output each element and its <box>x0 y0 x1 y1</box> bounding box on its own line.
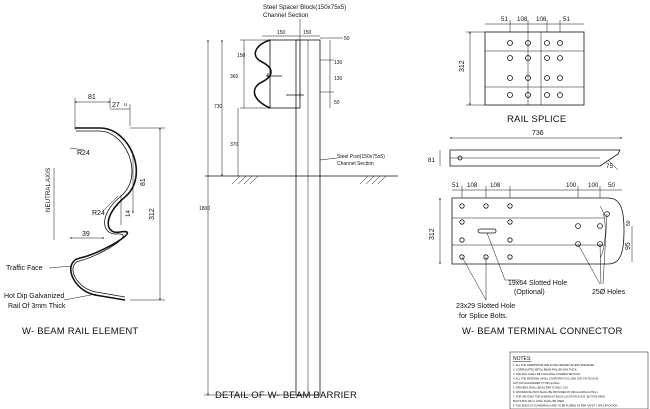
holes-label: 25Ø Holes <box>592 289 626 296</box>
note-line: 5. SPACERS SHALL BE AS PER IS 2062 / 1S3… <box>513 386 569 390</box>
terminal-title: W- BEAM TERMINAL CONNECTOR <box>462 326 623 337</box>
note-line: 1. ALL THE DIMENSIONS ARE IN MILLIMETRE … <box>513 363 595 367</box>
terminal-top-outline <box>449 149 621 167</box>
galvanized-label-line2: Rail Of 3mm Thick <box>8 303 66 310</box>
radius-mid-label: R24 <box>92 210 105 217</box>
w-beam-section <box>253 39 272 109</box>
notes-heading: NOTES: <box>513 356 532 362</box>
terminal-slot <box>477 228 497 234</box>
galvanized-label-line1: Hot Dip Galvanized <box>4 293 64 300</box>
terminal-bend <box>599 205 606 259</box>
terminal-connector-view: 736 81 75 51 108 108 100 100 50 <box>428 130 633 337</box>
splice-holes <box>507 40 563 98</box>
splice-dim-51-a: 51 <box>501 16 508 23</box>
notes-border <box>509 351 649 409</box>
slot-label-line1: 19x64 Slotted Hole <box>508 280 567 287</box>
note-line: 6. WOODEN BLOCKS SHALL BE PROVIDED AT 15… <box>513 390 599 394</box>
note-line: 7. FOR SPLICING THE W-BEAM AT EACH LOCAT… <box>513 395 605 399</box>
barrier-view: Steel Spacer Block(150x75x5) Channel Sec… <box>199 4 398 401</box>
terminal-dim-736: 736 <box>532 130 544 137</box>
terminal-dim-95: 95 <box>625 242 632 250</box>
dim-27: 27 <box>112 102 120 109</box>
dim-312: 312 <box>149 208 156 220</box>
dim-370: 370 <box>230 142 239 148</box>
dim-81-top: 81 <box>88 94 96 101</box>
terminal-dim-108-a: 108 <box>467 182 478 189</box>
terminal-dim-312: 312 <box>429 228 436 240</box>
splice-dim-312: 312 <box>459 60 466 72</box>
dim-50-right: 50 <box>334 100 340 106</box>
spacer-label-line1: Steel Spacer Block(150x75x5) <box>263 4 346 11</box>
note-line: 4. ALL THE MATERIAL SHALL CONFORM TO IS … <box>513 377 599 381</box>
rail-splice-view: 51 108 108 51 312 RAIL SPLICE <box>459 16 585 125</box>
dim-130-b: 130 <box>334 76 343 82</box>
dim-14: 14 <box>125 210 132 217</box>
radius-top-label: R24 <box>77 150 90 157</box>
note-line: 2. CORRUGATED METAL BEAM RAIL BE MAX THI… <box>513 368 578 372</box>
terminal-front-outline <box>451 197 625 265</box>
note-line: HOT DIP GALVANIZED TO 550 gm/Sqm. <box>513 381 561 385</box>
terminal-dim-81: 81 <box>428 157 435 164</box>
spacer-block <box>269 39 301 109</box>
note-line: BOLTS M16 18mm LONG SHALL BE USED. <box>513 399 565 403</box>
label-u: u <box>124 102 127 108</box>
terminal-dim-75: 75 <box>606 163 613 170</box>
neutral-axis-label: NEUTRAL AXIS <box>45 168 52 212</box>
splice-title: RAIL SPLICE <box>507 114 566 125</box>
dim-730: 730 <box>214 104 223 110</box>
dim-50-top: 50 <box>344 36 350 42</box>
splice-dim-51-b: 51 <box>563 16 570 23</box>
ground-hatch <box>231 175 387 185</box>
post-label-line1: Steel Post(150x75x5) <box>337 154 385 160</box>
post-label-line2: Channel Section <box>337 161 374 167</box>
terminal-dim-50: 50 <box>608 182 615 189</box>
rail-element-title: W- BEAM RAIL ELEMENT <box>22 326 138 337</box>
dim-150-b: 150 <box>303 30 312 36</box>
note-line: 8. THE ENDS OF GUARDRAILS ARE TO BE FLAR… <box>513 404 618 408</box>
dim-150-v: 150 <box>237 53 246 59</box>
terminal-holes <box>459 203 610 260</box>
notes-block: NOTES: 1. ALL THE DIMENSIONS ARE IN MILL… <box>509 351 649 409</box>
splice-dim-108-a: 108 <box>517 16 528 23</box>
dim-39: 39 <box>82 231 90 238</box>
rail-element-view: 81 27 u R24 R24 NEUTRAL AXIS 312 81 14 3… <box>4 94 165 337</box>
splice-plate <box>484 31 585 106</box>
w-beam-profile-inner <box>72 130 133 298</box>
spacer-label-line2: Channel Section <box>263 12 309 19</box>
w-beam-profile <box>69 127 137 301</box>
terminal-dim-100-a: 100 <box>566 182 577 189</box>
terminal-dim-50-v: 50 <box>626 220 632 226</box>
terminal-dim-100-b: 100 <box>588 182 599 189</box>
note-line: 3. THE RAIL SHALL BE COLD ROLL FORMED SE… <box>513 372 581 376</box>
bolt-top <box>266 73 282 79</box>
dim-130-a: 130 <box>334 60 343 66</box>
splice-slot-label-line1: 23x29 Slotted Hole <box>456 303 515 310</box>
dim-360: 360 <box>230 74 239 80</box>
terminal-dim-108-b: 108 <box>490 182 501 189</box>
traffic-face-label: Traffic Face <box>6 265 43 272</box>
dim-150-a: 150 <box>277 30 286 36</box>
bolt-bottom <box>286 92 304 98</box>
dim-1800: 1800 <box>199 206 210 212</box>
barrier-title: DETAIL OF W- BEAM BARRIER <box>215 390 357 401</box>
slot-label-line2: (Optional) <box>514 289 545 296</box>
dim-81-right: 81 <box>140 178 147 186</box>
terminal-dim-51: 51 <box>452 182 459 189</box>
splice-slot-label-line2: for Splice Bolts. <box>459 313 508 320</box>
splice-dim-108-b: 108 <box>536 16 547 23</box>
